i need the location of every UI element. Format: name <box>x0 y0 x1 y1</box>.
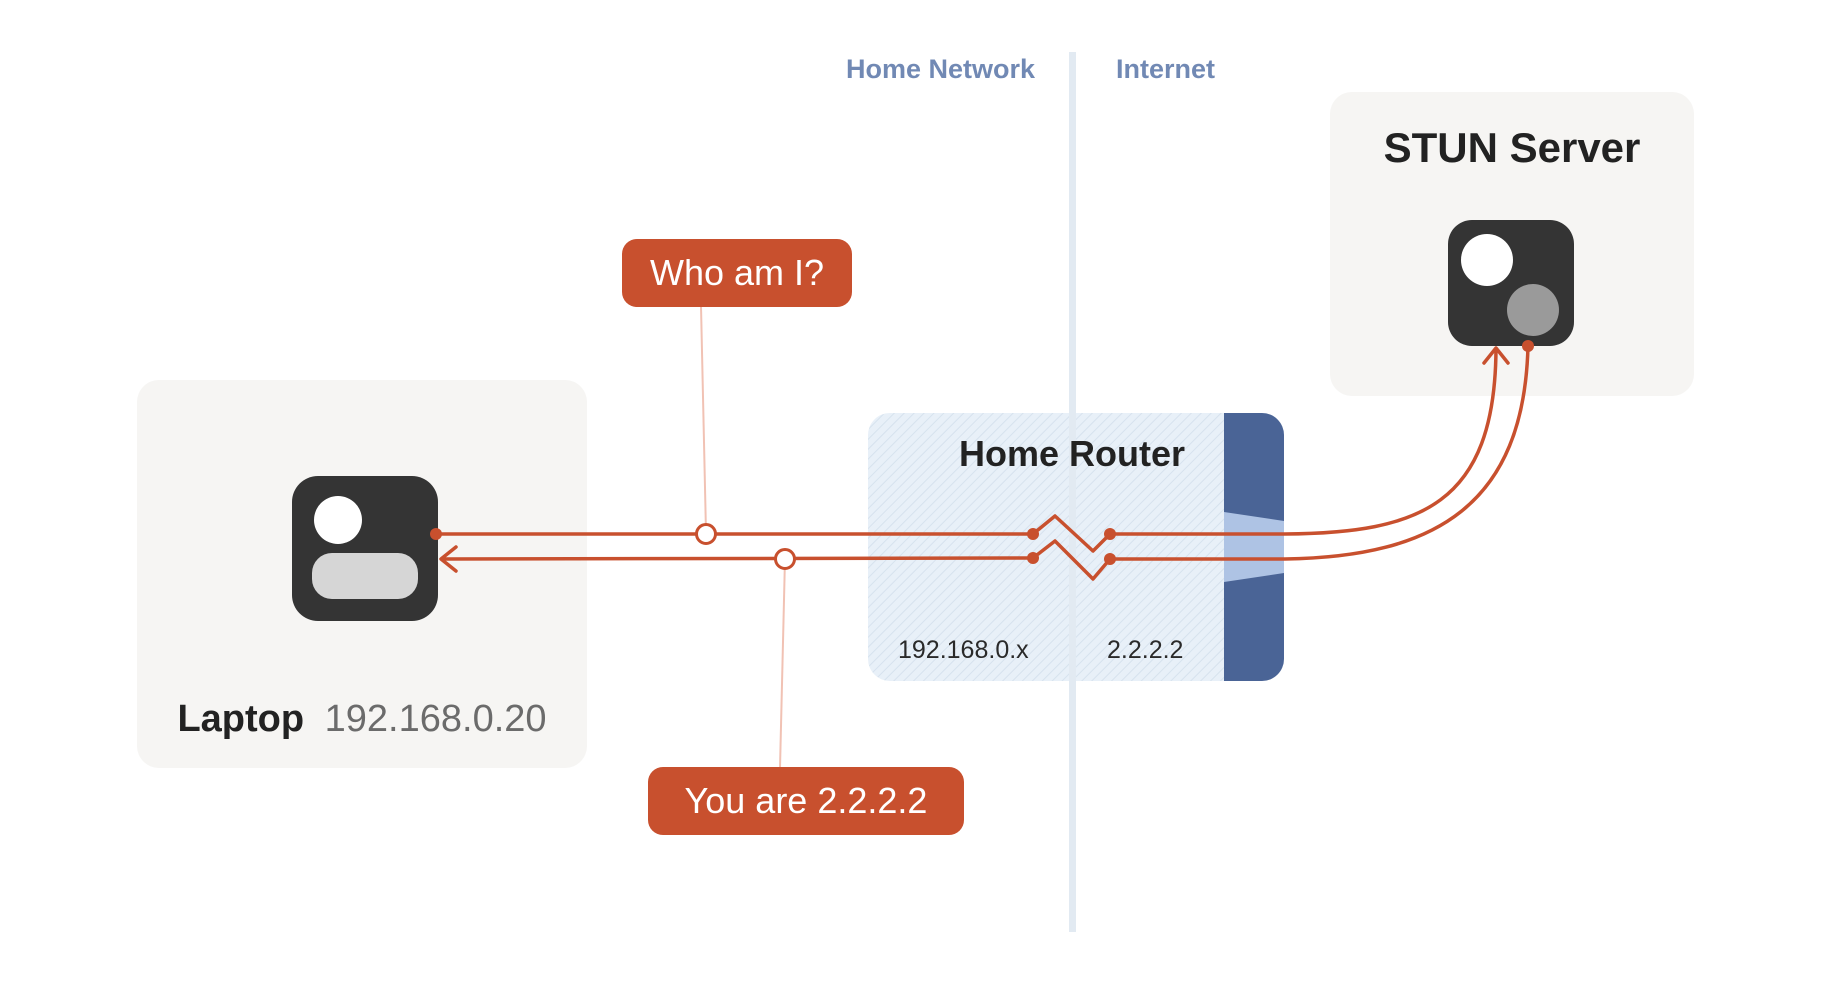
laptop: Laptop 192.168.0.20 <box>137 380 587 768</box>
request-leader-line <box>700 305 707 534</box>
network-divider <box>1069 52 1076 932</box>
response-leader-line <box>779 557 786 769</box>
router-title: Home Router <box>959 433 1185 474</box>
response-bubble: You are 2.2.2.2 <box>648 767 964 835</box>
router-public-ip: 2.2.2.2 <box>1107 636 1183 664</box>
request-bubble-text: Who am I? <box>650 252 824 293</box>
request-marker <box>695 523 717 545</box>
request-bubble: Who am I? <box>622 239 852 307</box>
stun-server: STUN Server <box>1330 92 1694 396</box>
server-title: STUN Server <box>1384 124 1641 171</box>
router-wan-opening <box>1224 512 1284 582</box>
response-bubble-text: You are 2.2.2.2 <box>685 780 928 821</box>
laptop-label: Laptop 192.168.0.20 <box>177 698 546 740</box>
request-path <box>434 346 1510 553</box>
zone-label-internet: Internet <box>1116 54 1215 84</box>
server-device-icon <box>1448 220 1574 346</box>
laptop-ip: 192.168.0.20 <box>325 698 547 740</box>
response-path <box>439 344 1530 581</box>
path-endpoints <box>430 340 1534 565</box>
laptop-name: Laptop <box>177 698 304 740</box>
router-private-ip: 192.168.0.x <box>898 636 1029 664</box>
response-marker <box>774 548 796 570</box>
laptop-device-icon <box>292 476 438 621</box>
zone-label-home-network: Home Network <box>846 54 1036 84</box>
